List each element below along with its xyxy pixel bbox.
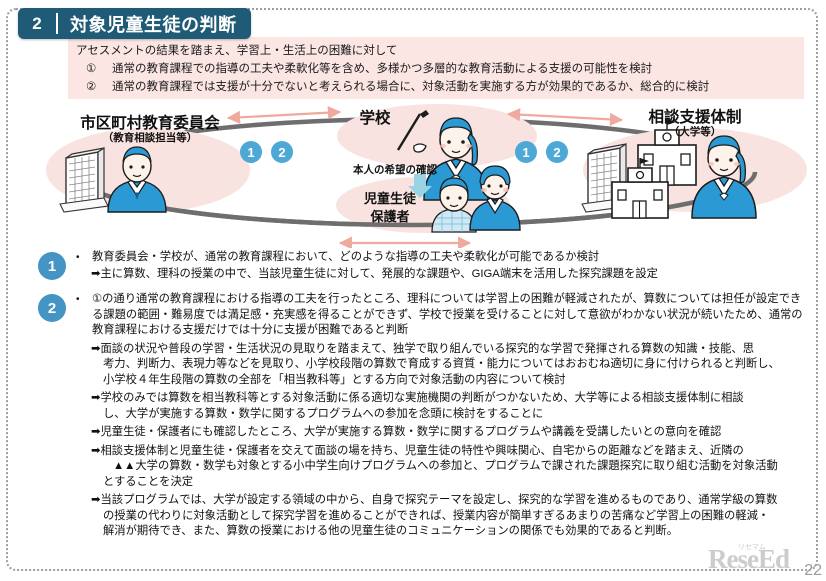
section-header-bar: 2 対象児童生徒の判断: [18, 8, 251, 39]
intro-item-1: ① 通常の教育課程での指導の工夫や柔軟化等を含め、多様かつ多層的な教育活動による支…: [76, 60, 796, 78]
detail-arrow-2-5: ➡当該プログラムでは、大学が設定する領域の中から、自身で探究テーマを設定し、探究…: [76, 493, 808, 540]
detail-arrow-2-2: ➡学校のみでは算数を相当教科等とする対象活動に係る適切な実施機関の判断がつかない…: [76, 391, 808, 422]
detail-arrow-2-5-line-3: 解消が期待でき、また、算数の授業における他の児童生徒のコミュニケーションの関係で…: [103, 525, 679, 537]
node-label-school: 学校: [359, 110, 391, 127]
node-label-students-line1: 児童生徒: [363, 191, 416, 206]
node-sublabel-board: （教育相談担当等）: [102, 132, 198, 144]
page-number: 22: [804, 562, 822, 579]
intro-summary-box: アセスメントの結果を踏まえ、学習上・生活上の困難に対して ① 通常の教育課程での指…: [68, 37, 804, 99]
board-person-icon: [107, 146, 167, 213]
arrow-marker-icon: ➡: [91, 494, 101, 506]
detail-block-1: 1 教育委員会・学校が、通常の教育課程において、どのような指導の工夫や柔軟化が可…: [0, 250, 826, 282]
detail-arrow-2-2-line-1: 学校のみでは算数を相当教科等とする対象活動に係る適切な実施機関の判断がつかないた…: [100, 392, 744, 404]
detail-arrow-2-1-line-3: 小学校４年生段階の算数の全部を「相当教科等」とする方向で対象活動の内容について検…: [103, 373, 566, 386]
arrow-marker-icon: ➡: [91, 426, 101, 438]
arrow-marker-icon: ➡: [91, 267, 101, 280]
support-school-building-lower-icon: [611, 158, 669, 219]
detail-arrow-2-3-line-1: 児童生徒・保護者にも確認したところ、大学が実施する算数・数学に関するプログラムや…: [100, 426, 722, 438]
intro-item-1-text: 通常の教育課程での指導の工夫や柔軟化等を含め、多様かつ多層的な教育活動による支援…: [112, 63, 653, 75]
intro-item-2-text: 通常の教育課程では支援が十分でないと考えられる場合に、対象活動を実施する方が効果…: [112, 81, 710, 93]
detail-arrow-2-5-line-2: の授業の代わりに対象活動として探究学習を進めることができれば、授業内容が簡単すぎ…: [103, 509, 770, 522]
section-number: 2: [32, 13, 42, 33]
node-label-support: 相談支援体制: [648, 109, 742, 126]
detail-arrow-2-5-line-1: 当該プログラムでは、大学が設定する領域の中から、自身で探究テーマを設定し、探究的…: [100, 494, 778, 506]
detail-lead-1: 教育委員会・学校が、通常の教育課程において、どのような指導の工夫や柔軟化が可能で…: [76, 250, 658, 266]
arrow-board-school: [226, 106, 342, 124]
detail-arrow-2-4-line-1: 相談支援体制と児童生徒・保護者を交えて面談の場を持ち、児童生徒の特性や興味関心、…: [100, 444, 744, 457]
school-ellipse: [337, 104, 537, 168]
watermark-subtext: リセマム: [738, 544, 766, 551]
flow-badge-left-2: 2: [271, 141, 293, 163]
detail-arrow-2-1-line-1: 面談の状況や普段の学習・生活状況の見取りを踏まえて、独学で取り組んでいる探究的な…: [100, 342, 754, 355]
intro-lead-text: アセスメントの結果を踏まえ、学習上・生活上の困難に対して: [76, 45, 398, 57]
node-label-board: 市区町村教育委員会: [80, 115, 220, 132]
watermark: ReseEd リセマム: [708, 537, 818, 579]
node-label-students-line2: 保護者: [370, 209, 410, 224]
watermark-brand: ReseEd: [708, 544, 790, 574]
detail-arrow-1-1: ➡主に算数、理科の授業の中で、当該児童生徒に対して、発展的な課題や、GIGA端末…: [76, 267, 658, 283]
detail-arrow-2-4-line-2: ▲▲大学の算数・数学も対象とする小中学生向けプログラムへの参加と、プログラムで課…: [113, 460, 778, 472]
guardian-icon: [469, 165, 521, 231]
arrow-school-support: [506, 108, 624, 126]
detail-lead-2: ①の通り通常の教育課程における指導の工夫を行ったところ、理科については学習上の困…: [76, 292, 808, 339]
detail-list: 1 教育委員会・学校が、通常の教育課程において、どのような指導の工夫や柔軟化が可…: [0, 250, 826, 540]
flow-badge-right-1: 1: [515, 141, 537, 163]
detail-body-1: 教育委員会・学校が、通常の教育課程において、どのような指導の工夫や柔軟化が可能で…: [76, 250, 676, 282]
confirm-down-arrow-icon: [408, 174, 432, 198]
arrow-marker-icon: ➡: [91, 392, 101, 404]
detail-block-2: 2 ①の通り通常の教育課程における指導の工夫を行ったところ、理科については学習上…: [0, 292, 826, 540]
flow-badge-left-1: 1: [240, 141, 262, 163]
header-divider: [56, 13, 58, 34]
page-title: 対象児童生徒の判断: [70, 14, 237, 35]
intro-item-1-marker: ①: [86, 63, 97, 75]
confirm-intent-label: 本人の希望の確認: [353, 164, 437, 176]
support-advisor-person-icon: [691, 135, 757, 219]
arrow-marker-icon: ➡: [91, 444, 101, 457]
arrow-marker-icon: ➡: [91, 342, 101, 355]
detail-badge-2: 2: [38, 294, 66, 322]
board-building-icon: [59, 146, 109, 213]
detail-arrow-2-2-line-2: し、大学が実施する算数・数学に関するプログラムへの参加を念頭に検討をすることに: [103, 407, 544, 420]
relationship-diagram: 市区町村教育委員会 （教育相談担当等） 学校 相談支援体制 （大学等） 本人の希…: [0, 100, 826, 248]
detail-arrow-2-1: ➡面談の状況や普段の学習・生活状況の見取りを踏まえて、独学で取り組んでいる探究的…: [76, 342, 808, 389]
flow-badge-right-2: 2: [546, 141, 568, 163]
detail-arrow-2-4: ➡相談支援体制と児童生徒・保護者を交えて面談の場を持ち、児童生徒の特性や興味関心…: [76, 444, 808, 491]
detail-arrow-2-4-line-3: とすることを決定: [103, 475, 194, 488]
node-sublabel-support: （大学等）: [668, 126, 722, 138]
detail-arrow-2-3: ➡児童生徒・保護者にも確認したところ、大学が実施する算数・数学に関するプログラム…: [76, 425, 808, 441]
diagram-canvas: [46, 104, 807, 248]
intro-item-2-marker: ②: [86, 81, 97, 93]
detail-badge-1: 1: [38, 252, 66, 280]
detail-arrow-1-1-line-1: 主に算数、理科の授業の中で、当該児童生徒に対して、発展的な課題や、GIGA端末を…: [100, 267, 658, 280]
intro-item-2: ② 通常の教育課程では支援が十分でないと考えられる場合に、対象活動を実施する方が効…: [76, 78, 796, 96]
detail-body-2: ①の通り通常の教育課程における指導の工夫を行ったところ、理科については学習上の困…: [76, 292, 826, 540]
detail-arrow-2-1-line-2: 考力、判断力、表現力等などを見取り、小学校段階の算数で育成する資質・能力について…: [103, 358, 780, 370]
